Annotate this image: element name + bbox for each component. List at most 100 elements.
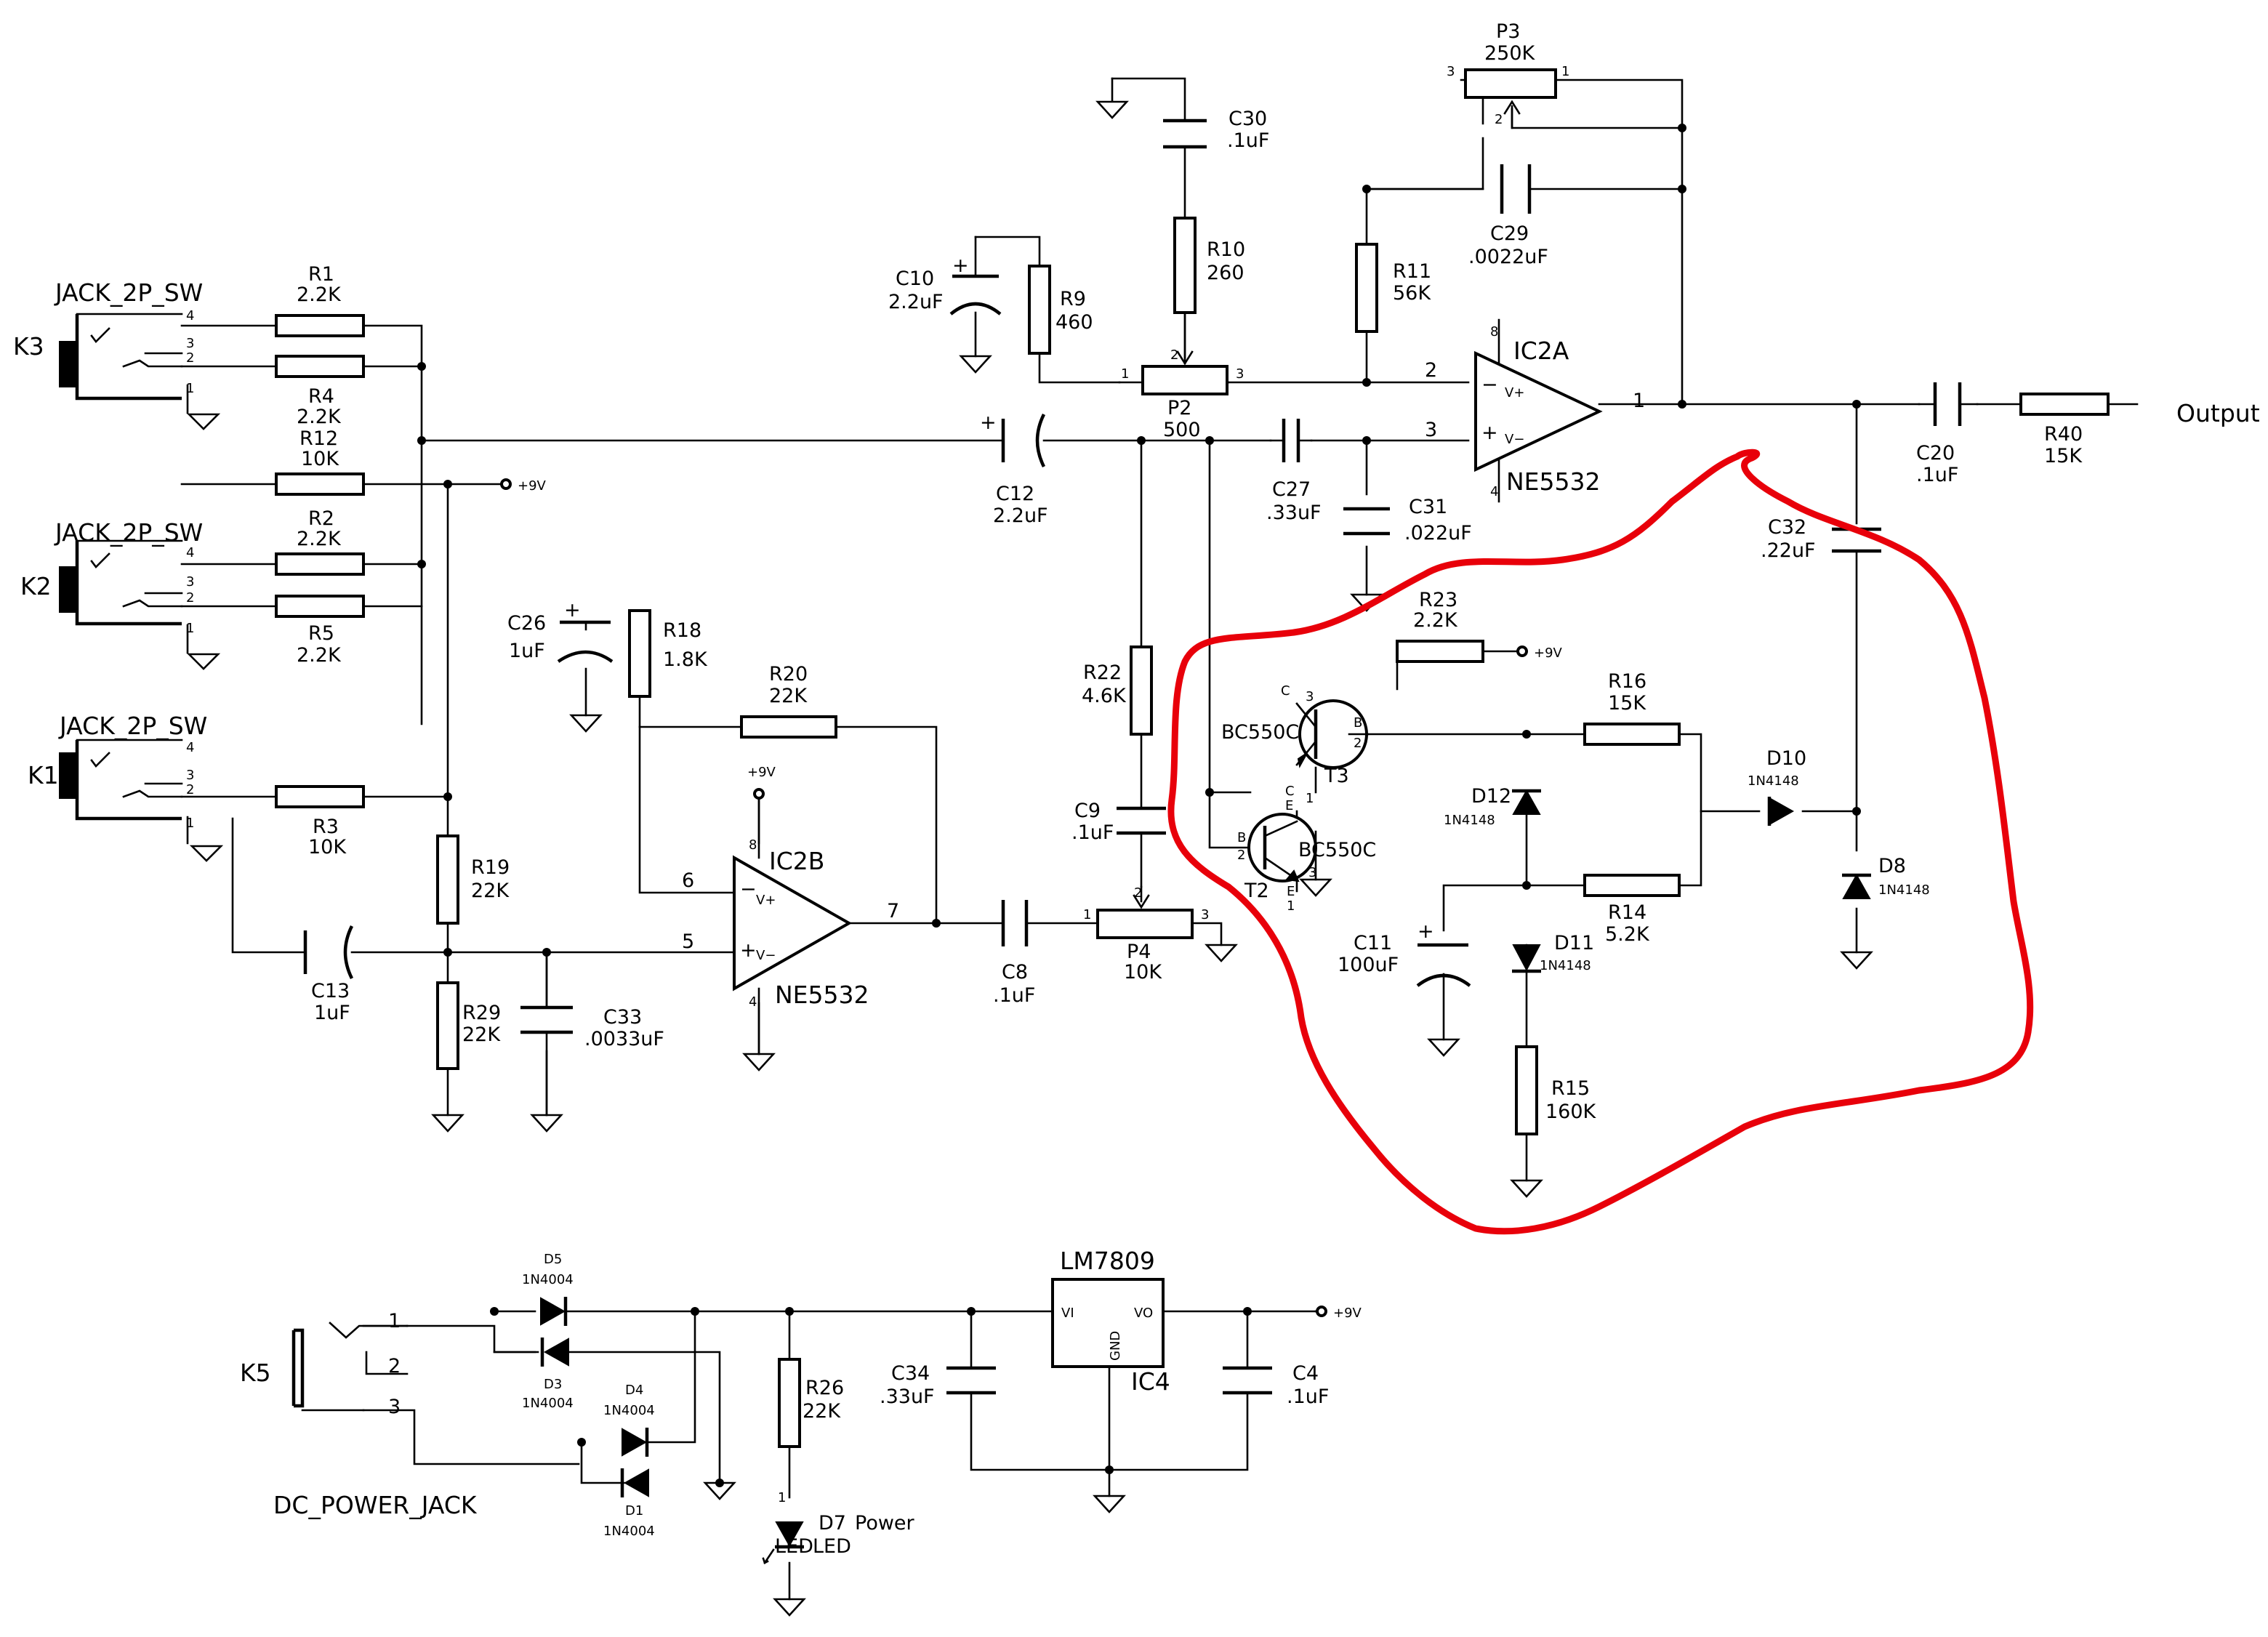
svg-text:C9: C9 bbox=[1074, 800, 1101, 822]
svg-text:R26: R26 bbox=[805, 1377, 844, 1399]
svg-text:V−: V− bbox=[1505, 432, 1524, 447]
svg-text:C34: C34 bbox=[891, 1362, 930, 1385]
capacitor-c9: C9 .1uF bbox=[1071, 800, 1166, 844]
capacitor-c32: C32 .22uF bbox=[1761, 516, 1881, 562]
svg-text:VI: VI bbox=[1061, 1306, 1074, 1321]
svg-text:D10: D10 bbox=[1766, 747, 1806, 770]
pot-p2: 1 2 3 P2 500 bbox=[1118, 311, 1244, 441]
junction-dots bbox=[417, 124, 1861, 1487]
svg-text:4.6K: 4.6K bbox=[1082, 685, 1127, 707]
svg-text:1N4148: 1N4148 bbox=[1878, 882, 1930, 898]
svg-text:V+: V+ bbox=[756, 893, 776, 908]
svg-text:R10: R10 bbox=[1207, 238, 1245, 261]
svg-text:P4: P4 bbox=[1127, 941, 1151, 963]
svg-text:2.2uF: 2.2uF bbox=[888, 291, 944, 313]
svg-text:+: + bbox=[1481, 422, 1498, 444]
svg-text:1N4004: 1N4004 bbox=[522, 1396, 574, 1411]
svg-text:T2: T2 bbox=[1244, 880, 1269, 902]
svg-text:R23: R23 bbox=[1419, 589, 1457, 611]
svg-text:C4: C4 bbox=[1292, 1362, 1319, 1385]
svg-text:2: 2 bbox=[1425, 359, 1437, 382]
capacitor-c4: C4 .1uF bbox=[1223, 1362, 1329, 1408]
svg-text:1: 1 bbox=[778, 1490, 786, 1505]
svg-text:2: 2 bbox=[186, 782, 194, 797]
svg-text:C13: C13 bbox=[311, 980, 350, 1002]
svg-text:.1uF: .1uF bbox=[1071, 821, 1114, 844]
resistor-r3: R3 10K bbox=[275, 785, 365, 858]
svg-text:2.2K: 2.2K bbox=[297, 528, 342, 550]
svg-text:R5: R5 bbox=[308, 622, 334, 645]
svg-text:B: B bbox=[1237, 830, 1246, 845]
svg-text:R11: R11 bbox=[1393, 260, 1431, 283]
svg-text:V+: V+ bbox=[1505, 385, 1524, 401]
capacitor-c29: C29 .0022uF bbox=[1468, 164, 1548, 268]
svg-text:C30: C30 bbox=[1228, 108, 1267, 130]
resistor-r23: R23 2.2K bbox=[1396, 589, 1484, 663]
svg-text:2: 2 bbox=[186, 590, 194, 606]
svg-text:R16: R16 bbox=[1608, 670, 1646, 693]
svg-text:Power: Power bbox=[855, 1512, 915, 1535]
svg-text:+: + bbox=[564, 599, 581, 622]
opamp-ic2a: 8 2 3 1 4 − + V+ V− IC2A NE5532 bbox=[1425, 318, 1645, 503]
svg-text:NE5532: NE5532 bbox=[1506, 467, 1601, 496]
svg-text:+: + bbox=[740, 939, 757, 962]
svg-text:5: 5 bbox=[682, 930, 694, 953]
diode-d11: D11 1N4148 bbox=[1512, 932, 1594, 973]
resistor-r5: R5 2.2K bbox=[275, 595, 365, 667]
svg-text:E: E bbox=[1285, 798, 1293, 813]
svg-text:22K: 22K bbox=[769, 685, 808, 707]
jack-k3: K3 JACK_2P_SW 4 3 2 1 bbox=[13, 278, 203, 401]
svg-text:BC550C: BC550C bbox=[1298, 839, 1376, 861]
jack-k2: K2 JACK_2P_SW 4 3 2 1 bbox=[20, 518, 203, 636]
svg-text:.33uF: .33uF bbox=[880, 1385, 935, 1408]
svg-text:4: 4 bbox=[186, 308, 194, 323]
svg-text:C31: C31 bbox=[1409, 496, 1447, 518]
svg-text:1N4148: 1N4148 bbox=[1444, 813, 1495, 828]
svg-text:1N4004: 1N4004 bbox=[603, 1524, 655, 1539]
svg-text:−: − bbox=[1481, 374, 1498, 396]
svg-text:R40: R40 bbox=[2044, 423, 2083, 446]
pot-p4: 1 2 3 P4 10K bbox=[1083, 885, 1209, 984]
output-label: Output bbox=[2176, 399, 2260, 427]
svg-text:3: 3 bbox=[186, 768, 194, 783]
resistor-r18: R18 1.8K bbox=[628, 609, 708, 698]
rail-label-9v-1: +9V bbox=[518, 478, 547, 494]
opamp-ic2b: 8 6 5 7 4 − + V+ V− IC2B NE5532 bbox=[682, 798, 899, 1055]
svg-text:2.2K: 2.2K bbox=[297, 644, 342, 667]
svg-text:R9: R9 bbox=[1060, 288, 1086, 310]
resistor-r20: R20 22K bbox=[740, 663, 837, 739]
capacitor-c13: C13 1uF bbox=[303, 925, 354, 1024]
resistor-r26: R26 22K bbox=[778, 1358, 844, 1448]
svg-text:C11: C11 bbox=[1354, 932, 1392, 954]
svg-text:1N4148: 1N4148 bbox=[1748, 773, 1799, 789]
rail-terminals: +9V +9V +9V +9V bbox=[500, 478, 1563, 1321]
resistor-r19: R19 22K bbox=[436, 834, 510, 925]
svg-text:3: 3 bbox=[1201, 907, 1209, 922]
svg-text:3: 3 bbox=[388, 1396, 401, 1418]
svg-text:V−: V− bbox=[756, 948, 776, 963]
wires bbox=[180, 77, 2139, 1601]
svg-text:.33uF: .33uF bbox=[1266, 502, 1322, 524]
resistor-r9: R9 460 bbox=[1028, 265, 1093, 355]
svg-text:.0022uF: .0022uF bbox=[1468, 246, 1548, 268]
rail-label-9v-4: +9V bbox=[1333, 1306, 1362, 1321]
svg-text:D7: D7 bbox=[819, 1512, 846, 1535]
svg-text:C8: C8 bbox=[1002, 961, 1028, 984]
svg-text:D4: D4 bbox=[625, 1383, 643, 1398]
svg-text:1: 1 bbox=[1306, 791, 1314, 806]
svg-text:R3: R3 bbox=[313, 816, 339, 838]
svg-text:R2: R2 bbox=[308, 507, 334, 530]
svg-text:LED: LED bbox=[813, 1535, 851, 1558]
svg-text:1uF: 1uF bbox=[314, 1002, 350, 1024]
svg-text:D11: D11 bbox=[1554, 932, 1594, 954]
svg-text:1uF: 1uF bbox=[509, 640, 545, 662]
svg-text:C10: C10 bbox=[896, 268, 934, 290]
svg-text:15K: 15K bbox=[2044, 445, 2083, 467]
diode-d4: D4 1N4004 bbox=[603, 1383, 655, 1457]
svg-text:3: 3 bbox=[1447, 64, 1455, 79]
svg-text:1: 1 bbox=[186, 816, 194, 831]
svg-text:R19: R19 bbox=[471, 856, 510, 879]
regulator-ic4: VI VO GND LM7809 IC4 bbox=[1051, 1247, 1170, 1396]
svg-text:VO: VO bbox=[1134, 1306, 1153, 1321]
capacitor-c10: + C10 2.2uF bbox=[888, 254, 1002, 315]
